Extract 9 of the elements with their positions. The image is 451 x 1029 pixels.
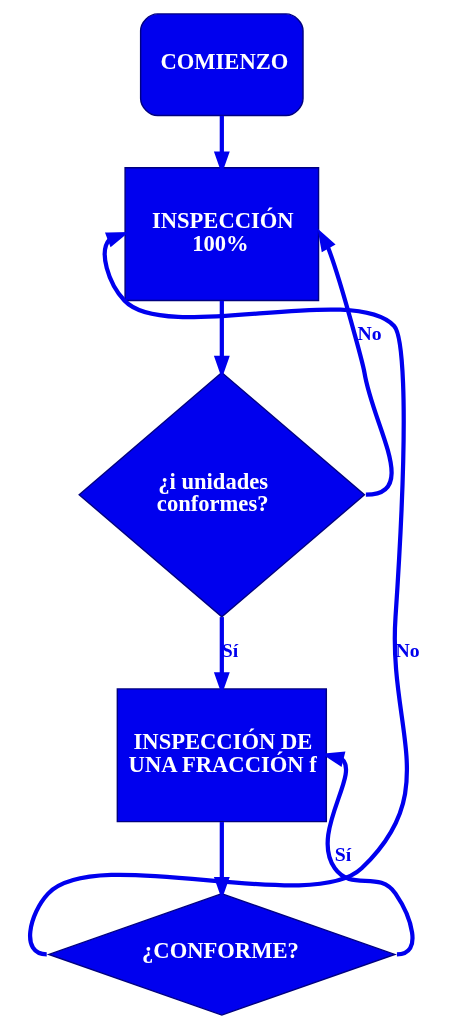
node-box: INSPECCIÓN DE UNA FRACCIÓN f xyxy=(116,688,327,823)
node-box: INSPECCIÓN 100% xyxy=(123,167,319,302)
edge-label: No xyxy=(356,322,382,345)
arrow xyxy=(317,228,394,497)
edge-label: No xyxy=(395,638,420,661)
node-box: COMIENZO xyxy=(139,13,304,117)
node-diamond: ¿CONFORME? xyxy=(46,892,397,1016)
node-diamond: ¿i unidades conformes? xyxy=(77,371,366,618)
edge-label: Sí xyxy=(334,843,351,866)
